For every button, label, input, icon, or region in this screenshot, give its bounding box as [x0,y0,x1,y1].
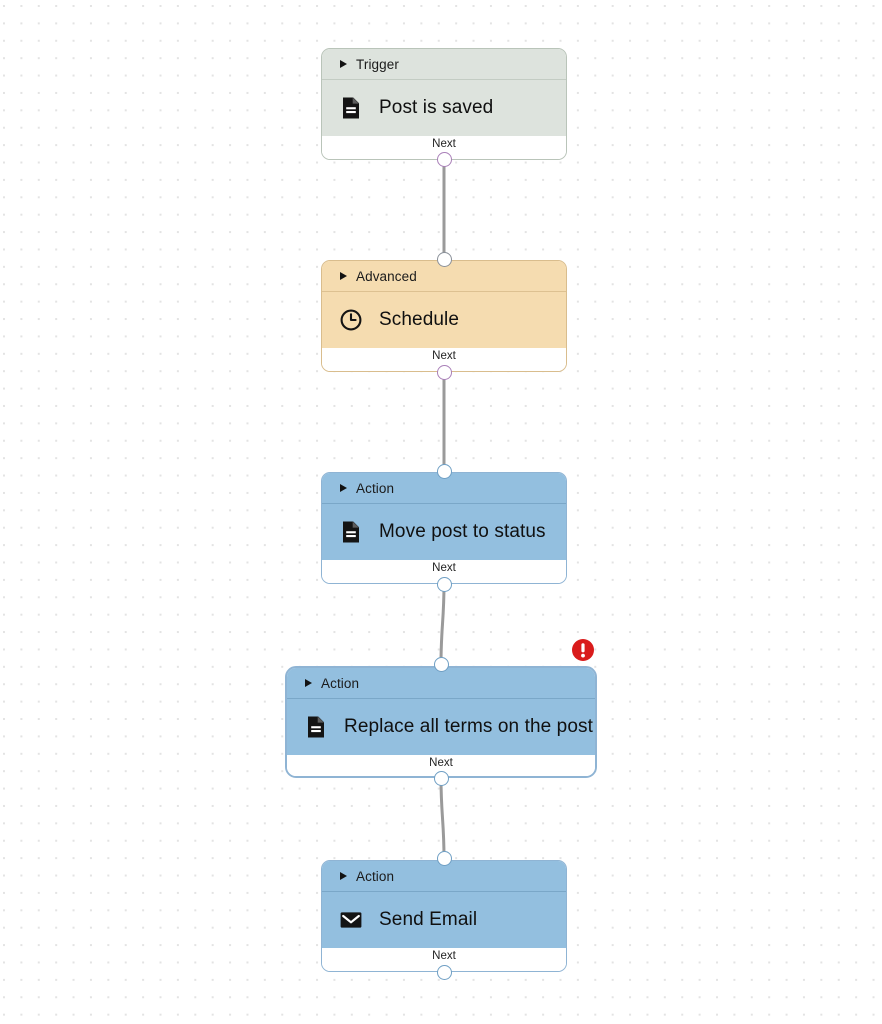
port-move-out[interactable] [436,576,452,592]
node-header[interactable]: Action [287,668,595,698]
node-body[interactable]: Post is saved [322,80,566,136]
node-body[interactable]: Schedule [322,292,566,348]
expand-triangle-icon[interactable] [340,872,347,880]
node-title: Post is saved [379,97,494,118]
node-kind-label: Action [321,675,360,691]
document-icon [308,716,324,738]
node-footer[interactable]: Next [322,560,566,583]
expand-triangle-icon[interactable] [340,60,347,68]
node-body[interactable]: Move post to status [322,504,566,560]
port-replace-out[interactable] [433,770,449,786]
node-body[interactable]: Replace all terms on the post [287,699,595,755]
port-advanced-out[interactable] [436,364,452,380]
node-footer[interactable]: Next [322,948,566,971]
node-title: Send Email [379,909,478,930]
node-divider [322,503,566,504]
node-divider [322,291,566,292]
node-body[interactable]: Send Email [322,892,566,948]
node-divider [322,79,566,80]
node-kind-label: Advanced [356,268,417,284]
node-header[interactable]: Advanced [322,261,566,291]
port-advanced-in[interactable] [436,251,452,267]
node-next-label: Next [432,562,456,574]
node-divider [287,698,595,699]
node-next-label: Next [432,138,456,150]
expand-triangle-icon[interactable] [340,272,347,280]
node-header[interactable]: Action [322,861,566,891]
node-kind-label: Action [356,480,395,496]
envelope-icon [340,912,362,928]
clock-icon [340,309,362,331]
expand-triangle-icon[interactable] [340,484,347,492]
port-trigger-out[interactable] [436,151,452,167]
document-icon [343,97,359,119]
edge-connector[interactable] [439,582,446,666]
port-email-out[interactable] [436,964,452,980]
node-footer[interactable]: Next [322,136,566,159]
node-footer[interactable]: Next [322,348,566,371]
port-move-in[interactable] [436,463,452,479]
node-header[interactable]: Trigger [322,49,566,79]
node-kind-label: Action [356,868,395,884]
port-replace-in[interactable] [433,656,449,672]
edge-connector[interactable] [439,776,446,860]
node-footer[interactable]: Next [287,755,595,776]
node-kind-label: Trigger [356,56,399,72]
node-next-label: Next [432,350,456,362]
error-badge-icon[interactable] [571,638,595,662]
port-email-in[interactable] [436,850,452,866]
error-exclamation-icon [572,639,594,661]
node-title: Replace all terms on the post [344,716,593,737]
node-next-label: Next [429,757,453,769]
node-divider [322,891,566,892]
node-next-label: Next [432,950,456,962]
node-title: Move post to status [379,521,546,542]
expand-triangle-icon[interactable] [305,679,312,687]
node-title: Schedule [379,309,460,330]
document-icon [343,521,359,543]
